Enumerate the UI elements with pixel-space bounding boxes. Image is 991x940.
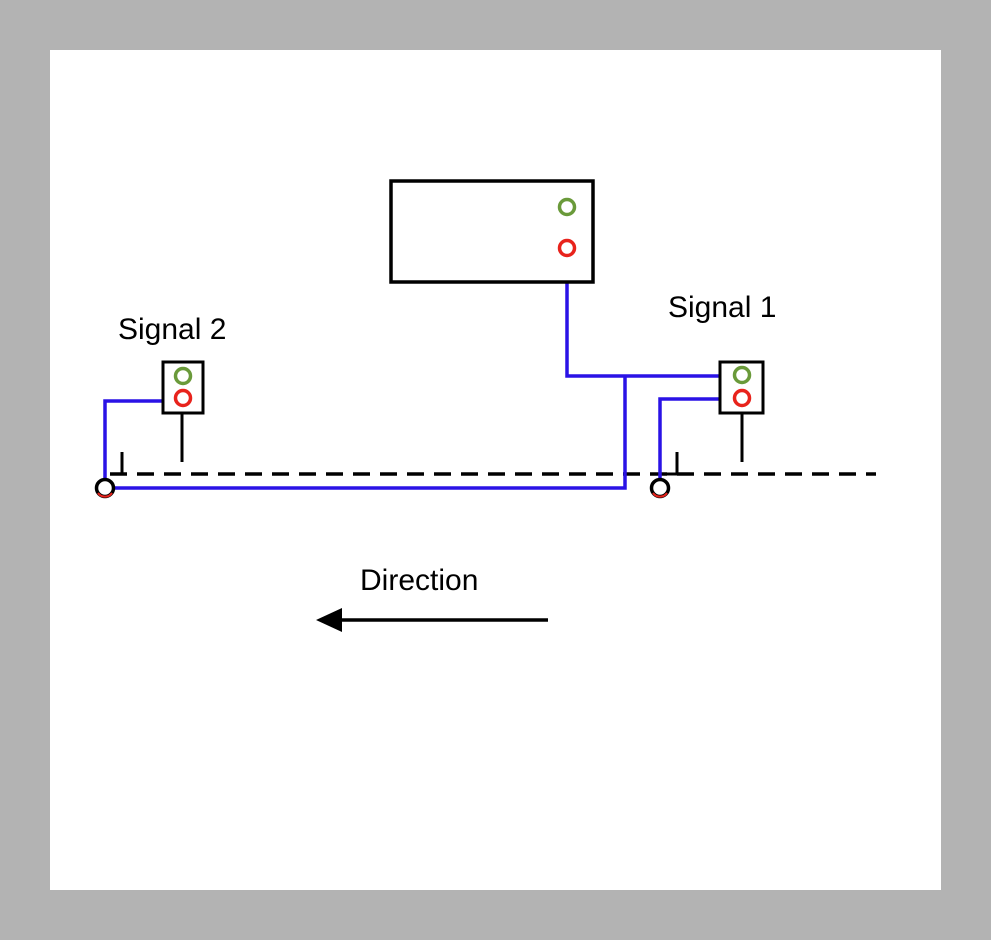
diagram-panel [50,50,941,890]
sensor-1-post [667,452,679,476]
signal-2-red-lamp [173,388,193,408]
sensor-1-red-arc [652,492,668,498]
wire-signal-1-red-to-sensor-1 [658,397,720,480]
control-box-red-lamp [557,238,577,258]
signal-1-label: Signal 1 [668,291,776,324]
sensor-posts [112,452,679,476]
sensor-2-red-arc [97,492,113,498]
direction-label: Direction [360,564,478,597]
sensor-2-post [112,452,124,476]
wire-signal-2-red-to-sensor-2 [103,399,163,480]
signal-1-red-lamp [732,388,752,408]
control-box-icon [389,179,595,284]
signal-1-green-lamp [732,365,752,385]
wire-box-to-signal-1-green [565,282,720,378]
control-box-green-lamp [557,197,577,217]
signal-1-head-icon [718,360,765,462]
signal-2-head-icon [161,360,205,462]
wire-bus-to-sensor-2 [110,376,627,490]
arrow-left-icon [316,608,548,632]
signal-2-label: Signal 2 [118,313,226,346]
wiring [103,282,720,490]
signal-2-green-lamp [173,366,193,386]
